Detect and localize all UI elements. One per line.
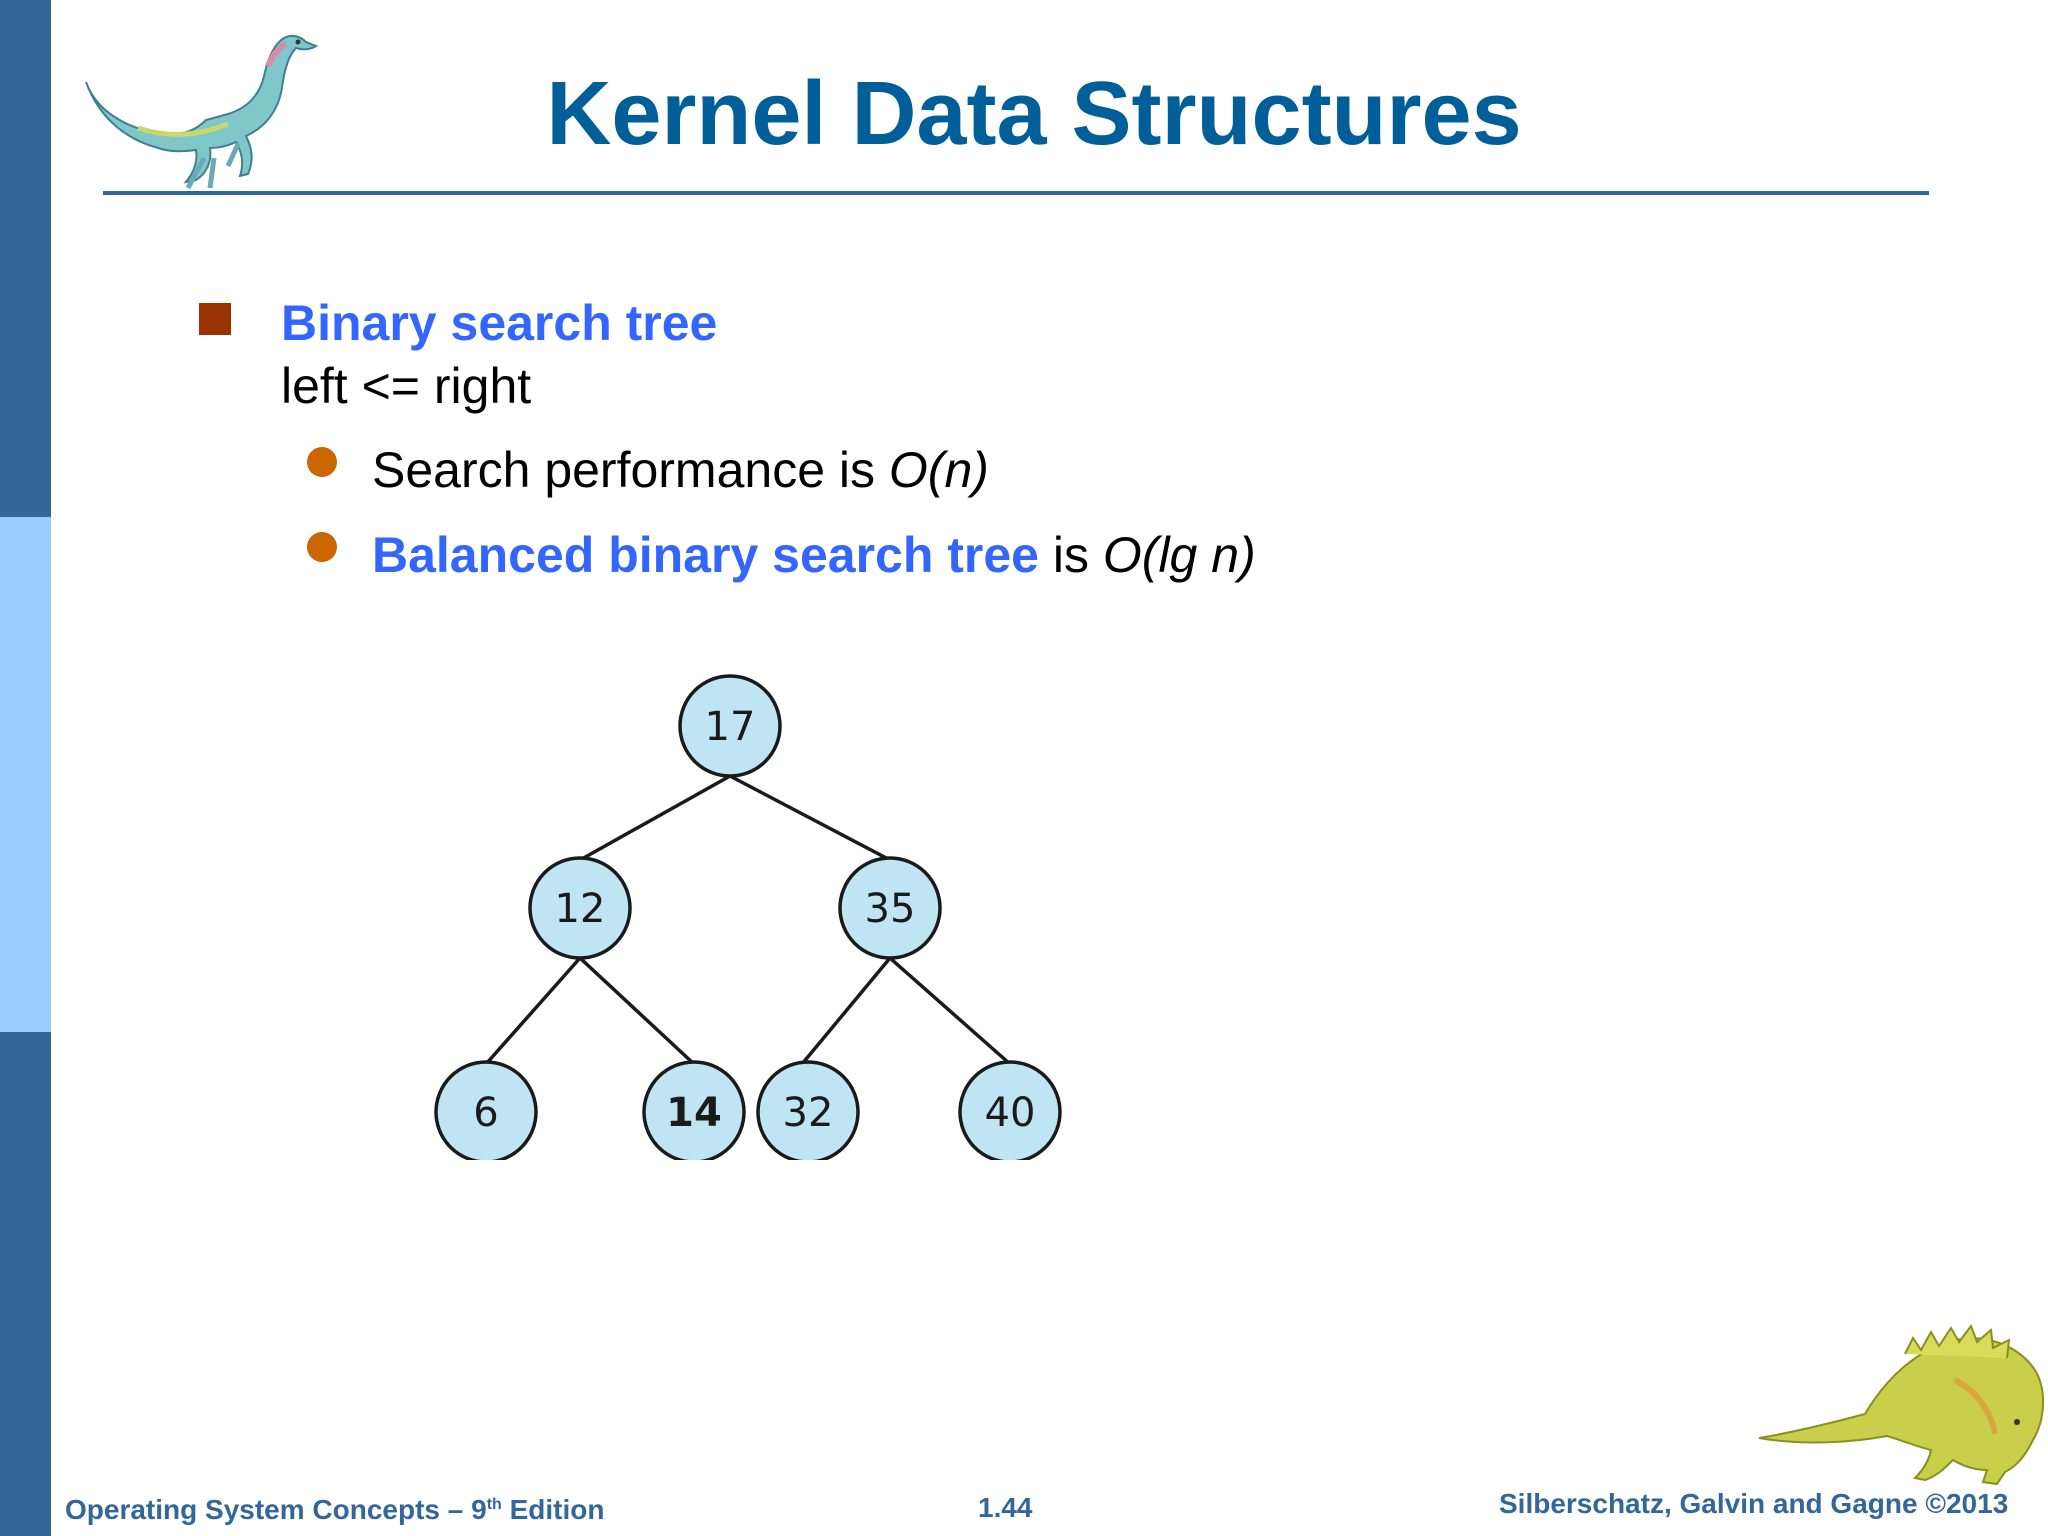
- tree-node-label: 35: [865, 886, 916, 932]
- tree-node: 32: [756, 1060, 860, 1160]
- footer-book-title-prefix: Operating System Concepts – 9: [65, 1494, 487, 1525]
- tree-edge: [579, 774, 731, 862]
- tree-node-label: 14: [666, 1090, 722, 1136]
- sub-bullet-text: is: [1039, 527, 1103, 583]
- round-bullet-icon: [307, 447, 337, 477]
- sidebar-segment-top: [0, 0, 51, 517]
- tree-node: 35: [838, 856, 942, 960]
- sub-bullet-highlight: Balanced binary search tree: [372, 527, 1039, 583]
- footer-page-number: 1.44: [978, 1492, 1033, 1523]
- tree-node: 17: [678, 674, 782, 778]
- left-sidebar: [0, 0, 51, 1536]
- tree-edge: [578, 956, 696, 1066]
- bullet-subline: left <= right: [281, 358, 532, 414]
- tree-node-label: 12: [555, 886, 606, 932]
- tree-edge: [800, 956, 892, 1066]
- tree-node: 6: [434, 1060, 538, 1160]
- tree-node-label: 6: [473, 1090, 498, 1136]
- dinosaur-bottom-icon: [1755, 1310, 2048, 1490]
- sub-bullet-complexity: O(lg n): [1102, 527, 1256, 583]
- title-divider: [103, 191, 1929, 195]
- dinosaur-top-icon: [78, 16, 319, 191]
- tree-node-label: 40: [985, 1090, 1036, 1136]
- footer-authors: Silberschatz, Galvin and Gagne ©2013: [1499, 1488, 2009, 1519]
- slide-title: Kernel Data Structures: [546, 64, 1522, 164]
- sub-bullet-complexity: O(n): [888, 442, 989, 498]
- footer-book-title-sup: th: [486, 1496, 502, 1513]
- tree-node-label: 17: [705, 704, 756, 750]
- sub-bullet-balanced-tree: Balanced binary search tree is O(lg n): [372, 525, 1256, 585]
- tree-node: 12: [528, 856, 632, 960]
- sidebar-segment-bottom: [0, 1032, 51, 1536]
- sub-bullet-search-performance: Search performance is O(n): [372, 440, 989, 500]
- bullet-heading: Binary search tree: [281, 295, 718, 351]
- sub-bullet-text: Search performance is: [372, 442, 889, 498]
- footer-book-title: Operating System Concepts – 9th Edition: [65, 1494, 604, 1526]
- tree-node: 14: [642, 1060, 746, 1160]
- footer-book-title-suffix: Edition: [501, 1494, 605, 1525]
- sidebar-segment-middle: [0, 517, 51, 1032]
- tree-edge: [484, 956, 582, 1066]
- square-bullet-icon: [199, 303, 231, 335]
- tree-edge: [888, 956, 1012, 1066]
- binary-search-tree-diagram: 17 12 35 6 14 32 40: [420, 660, 1070, 1160]
- tree-edge: [729, 774, 891, 862]
- round-bullet-icon: [307, 532, 337, 562]
- tree-node-label: 32: [783, 1090, 834, 1136]
- tree-node: 40: [958, 1060, 1062, 1160]
